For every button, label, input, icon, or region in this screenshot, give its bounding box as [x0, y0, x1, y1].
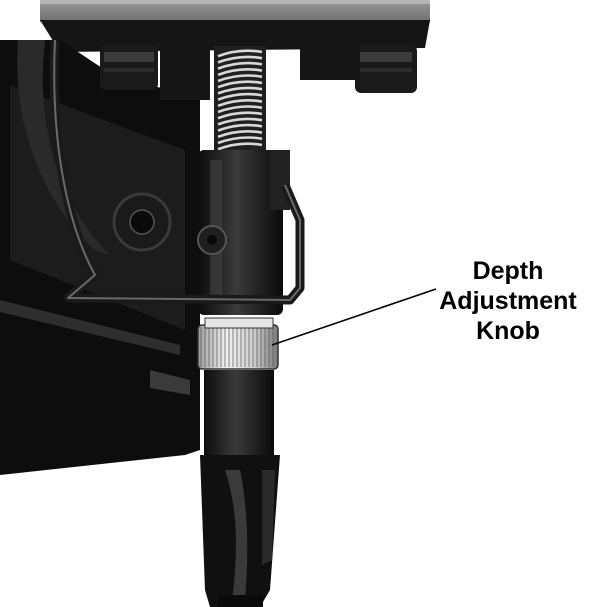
spring-coil	[217, 99, 263, 108]
return-spring	[214, 46, 266, 154]
spring-coil	[217, 136, 263, 145]
spring-coil	[217, 142, 263, 151]
magazine-body	[0, 40, 200, 475]
spring-coil	[217, 92, 263, 101]
label-line-2: Adjustment	[439, 287, 577, 315]
spring-coil	[217, 130, 263, 139]
spring-coil	[217, 123, 263, 132]
nose-tube	[200, 370, 280, 607]
spring-coil	[217, 49, 263, 58]
wire-bail	[49, 39, 305, 305]
spring-coil	[217, 105, 263, 114]
hex-bolt-left	[100, 45, 158, 90]
spring-coil	[217, 74, 263, 83]
bracket-block	[160, 40, 360, 100]
spring-coil	[217, 55, 263, 64]
spring-coil	[217, 117, 263, 126]
label-line-3: Knob	[476, 317, 540, 345]
callout-leader-line	[271, 288, 437, 346]
spring-coil	[217, 111, 263, 120]
spring-coil	[217, 80, 263, 89]
socket-screw-small	[197, 225, 227, 255]
top-housing	[40, 0, 430, 52]
socket-screw-left	[112, 192, 172, 252]
depth-adjustment-knob-label: Depth Adjustment Knob	[428, 256, 588, 346]
hex-bolt-right	[355, 45, 417, 93]
spring-coil	[217, 68, 263, 77]
spring-coil	[217, 61, 263, 70]
depth-adjustment-knob	[197, 317, 279, 370]
spring-coil	[217, 86, 263, 95]
label-line-1: Depth	[472, 257, 544, 285]
